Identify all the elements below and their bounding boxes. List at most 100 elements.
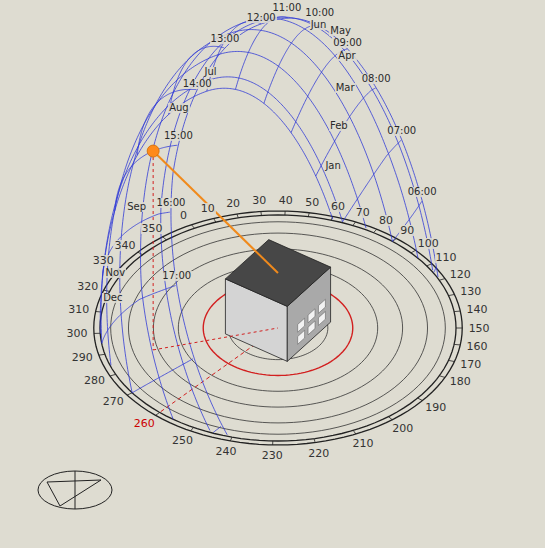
- azimuth-label: 320: [76, 281, 99, 292]
- azimuth-tick: [454, 311, 460, 313]
- azimuth-label: 230: [261, 450, 284, 461]
- month-label: Jan: [324, 161, 341, 171]
- azimuth-label: 180: [449, 376, 472, 387]
- azimuth-label: 200: [391, 423, 414, 434]
- azimuth-label: 60: [330, 201, 346, 212]
- month-label: Feb: [329, 121, 349, 131]
- azimuth-tick: [454, 344, 460, 346]
- azimuth-label: 100: [417, 238, 440, 249]
- sun-path-dome: [100, 17, 438, 435]
- hour-curve: [137, 89, 196, 155]
- azimuth-label: 260: [133, 418, 156, 429]
- azimuth-label: 240: [214, 446, 237, 457]
- window: [318, 299, 325, 313]
- view-icon: [38, 471, 112, 509]
- azimuth-label: 160: [466, 341, 489, 352]
- hour-label: 10:00: [304, 8, 335, 18]
- azimuth-tick: [110, 374, 116, 376]
- hour-curve: [434, 268, 436, 273]
- azimuth-label: 300: [66, 328, 89, 339]
- hour-label: 12:00: [246, 13, 277, 23]
- azimuth-label: 350: [141, 223, 164, 234]
- hour-label: 11:00: [272, 3, 303, 13]
- azimuth-label: 280: [83, 375, 106, 386]
- sun-ray: [153, 151, 278, 273]
- window: [318, 311, 325, 325]
- month-curve: [161, 17, 433, 430]
- azimuth-tick: [191, 427, 194, 430]
- azimuth-tick: [192, 225, 195, 228]
- view-icon-triangle: [47, 480, 101, 506]
- building: [225, 240, 330, 362]
- azimuth-label: 330: [92, 255, 115, 266]
- azimuth-tick: [237, 214, 238, 218]
- hour-label: 15:00: [163, 131, 194, 141]
- azimuth-tick: [272, 441, 273, 445]
- month-label: Jul: [204, 67, 218, 77]
- azimuth-tick: [353, 430, 356, 434]
- sun-marker: [147, 145, 159, 157]
- azimuth-tick: [163, 237, 167, 240]
- azimuth-label: 20: [225, 198, 241, 209]
- hour-label: 17:00: [161, 271, 192, 281]
- azimuth-tick: [411, 250, 416, 253]
- hour-label: 09:00: [332, 38, 363, 48]
- azimuth-tick: [99, 354, 105, 356]
- hour-curve: [132, 359, 193, 393]
- hour-curve: [207, 21, 261, 91]
- azimuth-tick: [156, 412, 160, 415]
- azimuth-tick: [439, 279, 445, 281]
- hour-curve: [264, 25, 318, 103]
- azimuth-label: 50: [304, 197, 320, 208]
- hour-curve: [393, 201, 422, 241]
- hour-curve: [343, 140, 402, 222]
- azimuth-tick: [439, 376, 445, 378]
- azimuth-tick: [284, 211, 285, 215]
- month-label: Apr: [337, 51, 356, 61]
- month-label: Jun: [310, 20, 328, 30]
- month-curve: [171, 18, 438, 435]
- month-label: Dec: [102, 293, 123, 303]
- azimuth-label: 190: [424, 402, 447, 413]
- azimuth-label: 40: [278, 195, 294, 206]
- azimuth-tick: [230, 437, 232, 441]
- month-label: May: [329, 26, 352, 36]
- azimuth-label: 140: [466, 304, 489, 315]
- hour-label: 08:00: [361, 74, 392, 84]
- ground-rings: [94, 211, 462, 445]
- azimuth-label: 70: [355, 207, 371, 218]
- hour-curve: [213, 426, 221, 432]
- window: [308, 309, 315, 323]
- azimuth-tick: [353, 222, 356, 226]
- azimuth-label: 270: [102, 396, 125, 407]
- hour-label: 06:00: [407, 187, 438, 197]
- azimuth-label: 130: [459, 286, 482, 297]
- hour-label: 14:00: [182, 79, 213, 89]
- hour-label: 13:00: [210, 34, 241, 44]
- azimuth-label: 10: [200, 203, 216, 214]
- sun-drop-line: [153, 151, 154, 350]
- azimuth-label: 210: [352, 438, 375, 449]
- azimuth-tick: [260, 212, 262, 216]
- azimuth-label: 170: [459, 359, 482, 370]
- azimuth-label: 90: [399, 225, 415, 236]
- hour-label: 16:00: [156, 198, 187, 208]
- view-icon-axis: [75, 471, 76, 509]
- hour-curve: [316, 88, 376, 176]
- window: [298, 330, 305, 344]
- azimuth-tick: [449, 360, 455, 361]
- azimuth-label: 310: [67, 304, 90, 315]
- hour-curve: [102, 286, 176, 344]
- window: [308, 321, 315, 335]
- month-label: Aug: [168, 103, 190, 113]
- month-label: Nov: [105, 268, 127, 278]
- azimuth-tick: [127, 393, 132, 395]
- hour-curve: [102, 212, 169, 277]
- azimuth-label: 30: [251, 195, 267, 206]
- azimuth-tick: [418, 398, 423, 400]
- window: [298, 318, 305, 332]
- azimuth-label: 110: [435, 252, 458, 263]
- altitude-ring: [111, 222, 446, 434]
- azimuth-tick: [388, 417, 392, 420]
